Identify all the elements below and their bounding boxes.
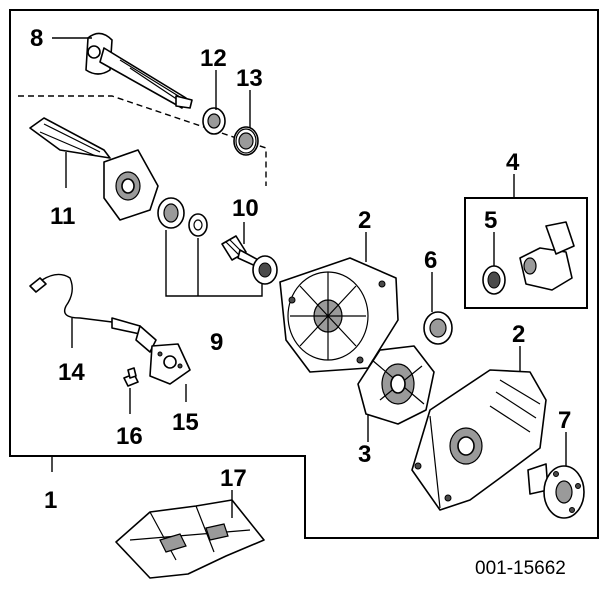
part-17-skid-plate xyxy=(115,499,265,579)
part-16-bolt xyxy=(123,367,139,387)
reference-code: 001-15662 xyxy=(475,558,566,579)
part-6-bearing xyxy=(423,311,453,345)
leader-lines xyxy=(51,37,567,518)
callout-3: 3 xyxy=(358,441,371,468)
callout-16: 16 xyxy=(116,423,143,450)
callout-6: 6 xyxy=(424,247,437,274)
part-5-seal xyxy=(482,265,506,295)
part-2-carrier-housing xyxy=(411,369,547,511)
callout-15: 15 xyxy=(172,409,199,436)
part-8-axle-shaft xyxy=(85,32,193,109)
part-9-ring xyxy=(252,255,278,285)
callout-12: 12 xyxy=(200,45,227,72)
callout-14: 14 xyxy=(58,359,85,386)
callout-17: 17 xyxy=(220,465,247,492)
assembly-4-box xyxy=(464,197,588,309)
part-3-differential-case xyxy=(357,345,435,425)
part-9-group-bracket xyxy=(165,230,263,297)
part-15-flange-plate xyxy=(149,343,191,385)
part-12-seal xyxy=(202,107,226,135)
callout-2-upper: 2 xyxy=(358,207,371,234)
part-2-cover-upper xyxy=(279,257,399,373)
part-9-seal xyxy=(157,197,185,229)
callout-5: 5 xyxy=(484,207,497,234)
callout-13: 13 xyxy=(236,65,263,92)
callout-7: 7 xyxy=(558,407,571,434)
callout-2-lower: 2 xyxy=(512,321,525,348)
callout-8: 8 xyxy=(30,25,43,52)
callout-11: 11 xyxy=(50,203,75,230)
callout-1: 1 xyxy=(44,487,57,514)
part-7-flange xyxy=(527,463,585,519)
part-4-yoke xyxy=(519,221,575,291)
callout-10: 10 xyxy=(232,195,259,222)
part-11-group-bracket xyxy=(18,95,267,186)
part-13-bearing xyxy=(233,126,259,156)
part-9-washer xyxy=(188,213,208,237)
part-14-sensor-wire xyxy=(29,273,157,353)
callout-4: 4 xyxy=(506,149,520,176)
assembly-frame xyxy=(9,9,599,539)
callout-9: 9 xyxy=(210,329,223,356)
part-11-axle-tube xyxy=(29,117,159,221)
